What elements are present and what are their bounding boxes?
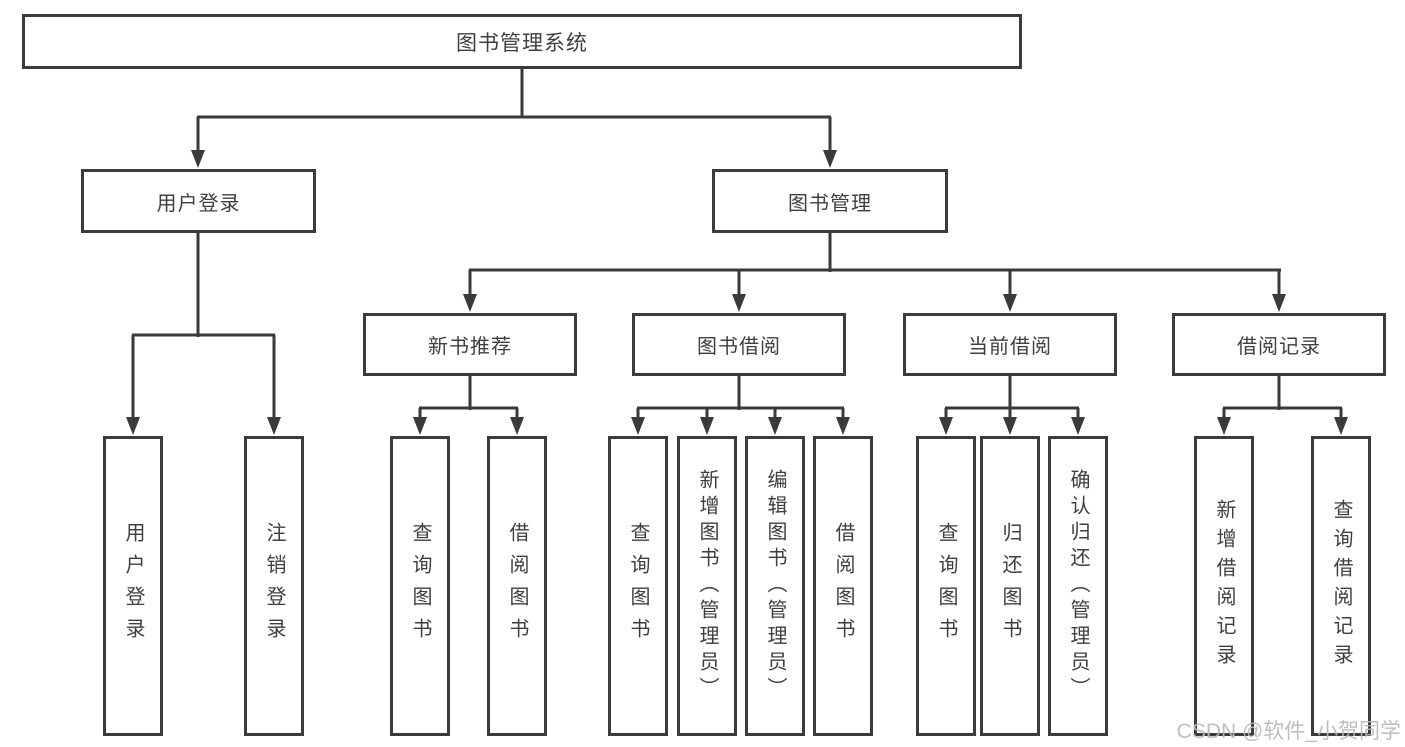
leaf-current-return-books: 归还图书	[980, 436, 1040, 736]
arrowhead	[836, 417, 850, 435]
arrowhead	[1334, 417, 1348, 435]
arrowhead	[510, 417, 524, 435]
arrowhead	[126, 417, 140, 435]
node-user-login-branch: 用户登录	[81, 169, 316, 233]
node-label: 图书管理	[788, 192, 872, 215]
node-label: 查询图书	[935, 522, 957, 650]
arrowhead	[267, 417, 281, 435]
node-label: 当前借阅	[968, 336, 1052, 358]
node-label: 归还图书	[999, 522, 1021, 650]
node-system-root: 图书管理系统	[22, 14, 1022, 69]
leaf-borrowing-add-books-admin: 新增图书（管理员）	[677, 436, 737, 736]
arrowhead	[732, 294, 746, 312]
leaf-borrowing-edit-books-admin: 编辑图书（管理员）	[745, 436, 805, 736]
arrowhead	[1003, 294, 1017, 312]
node-book-management-branch: 图书管理	[712, 169, 948, 233]
arrowhead	[1071, 417, 1085, 435]
tree-edges	[131, 68, 1343, 419]
arrowhead	[191, 150, 205, 168]
arrowhead	[631, 417, 645, 435]
node-label: 借阅图书	[506, 522, 528, 650]
leaf-borrowing-borrow-books: 借阅图书	[813, 436, 873, 736]
arrowhead	[768, 417, 782, 435]
node-current-borrowing: 当前借阅	[903, 313, 1117, 376]
node-new-book-recommend: 新书推荐	[363, 313, 577, 376]
node-label: 图书借阅	[697, 336, 781, 358]
node-label: 查询借阅记录	[1330, 499, 1352, 673]
node-label: 新增图书（管理员）	[696, 469, 718, 703]
leaf-logout: 注销登录	[244, 436, 304, 736]
leaf-user-login: 用户登录	[103, 436, 163, 736]
leaf-records-query-record: 查询借阅记录	[1311, 436, 1371, 736]
csdn-watermark: CSDN @软件_小贺同学	[1176, 720, 1401, 743]
leaf-recommend-query-books: 查询图书	[390, 436, 450, 736]
node-label: 新增借阅记录	[1213, 499, 1235, 673]
node-label: 确认归还（管理员）	[1067, 469, 1089, 703]
leaf-current-query-books: 查询图书	[916, 436, 976, 736]
node-label: 查询图书	[627, 522, 649, 650]
arrowhead	[1272, 294, 1286, 312]
arrowhead-group	[126, 150, 1348, 435]
arrowhead	[939, 417, 953, 435]
node-label: 借阅记录	[1237, 336, 1321, 358]
node-label: 图书管理系统	[456, 31, 588, 55]
arrowhead	[823, 150, 837, 168]
leaf-recommend-borrow-books: 借阅图书	[487, 436, 547, 736]
node-label: 用户登录	[156, 192, 241, 215]
node-borrowing-records: 借阅记录	[1172, 313, 1386, 376]
arrowhead	[1003, 417, 1017, 435]
node-label: 新书推荐	[428, 336, 512, 358]
node-label: 注销登录	[263, 522, 285, 650]
arrowhead	[1217, 417, 1231, 435]
arrowhead	[463, 294, 477, 312]
node-label: 用户登录	[122, 522, 144, 650]
leaf-borrowing-query-books: 查询图书	[608, 436, 668, 736]
node-label: 编辑图书（管理员）	[764, 469, 786, 703]
arrowhead	[413, 417, 427, 435]
node-book-borrowing: 图书借阅	[632, 313, 846, 376]
leaf-records-add-record: 新增借阅记录	[1194, 436, 1254, 736]
node-label: 查询图书	[409, 522, 431, 650]
leaf-current-confirm-return-admin: 确认归还（管理员）	[1048, 436, 1108, 736]
node-label: 借阅图书	[832, 522, 854, 650]
arrowhead	[700, 417, 714, 435]
